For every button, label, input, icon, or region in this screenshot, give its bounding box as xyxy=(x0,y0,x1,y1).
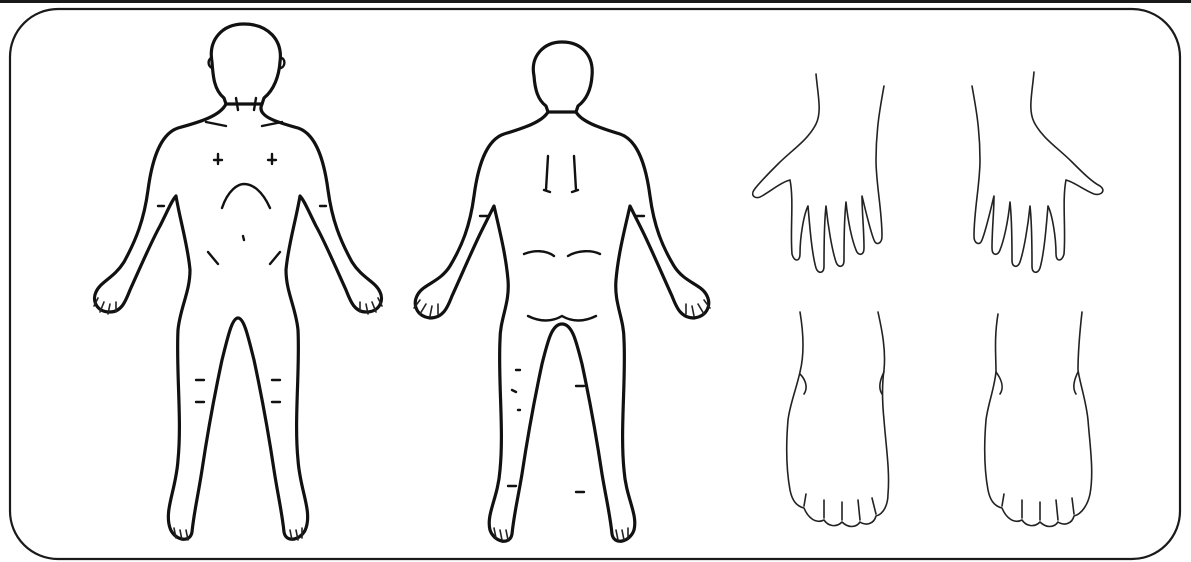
diagram-frame xyxy=(10,9,1180,559)
front-navel xyxy=(243,236,244,240)
